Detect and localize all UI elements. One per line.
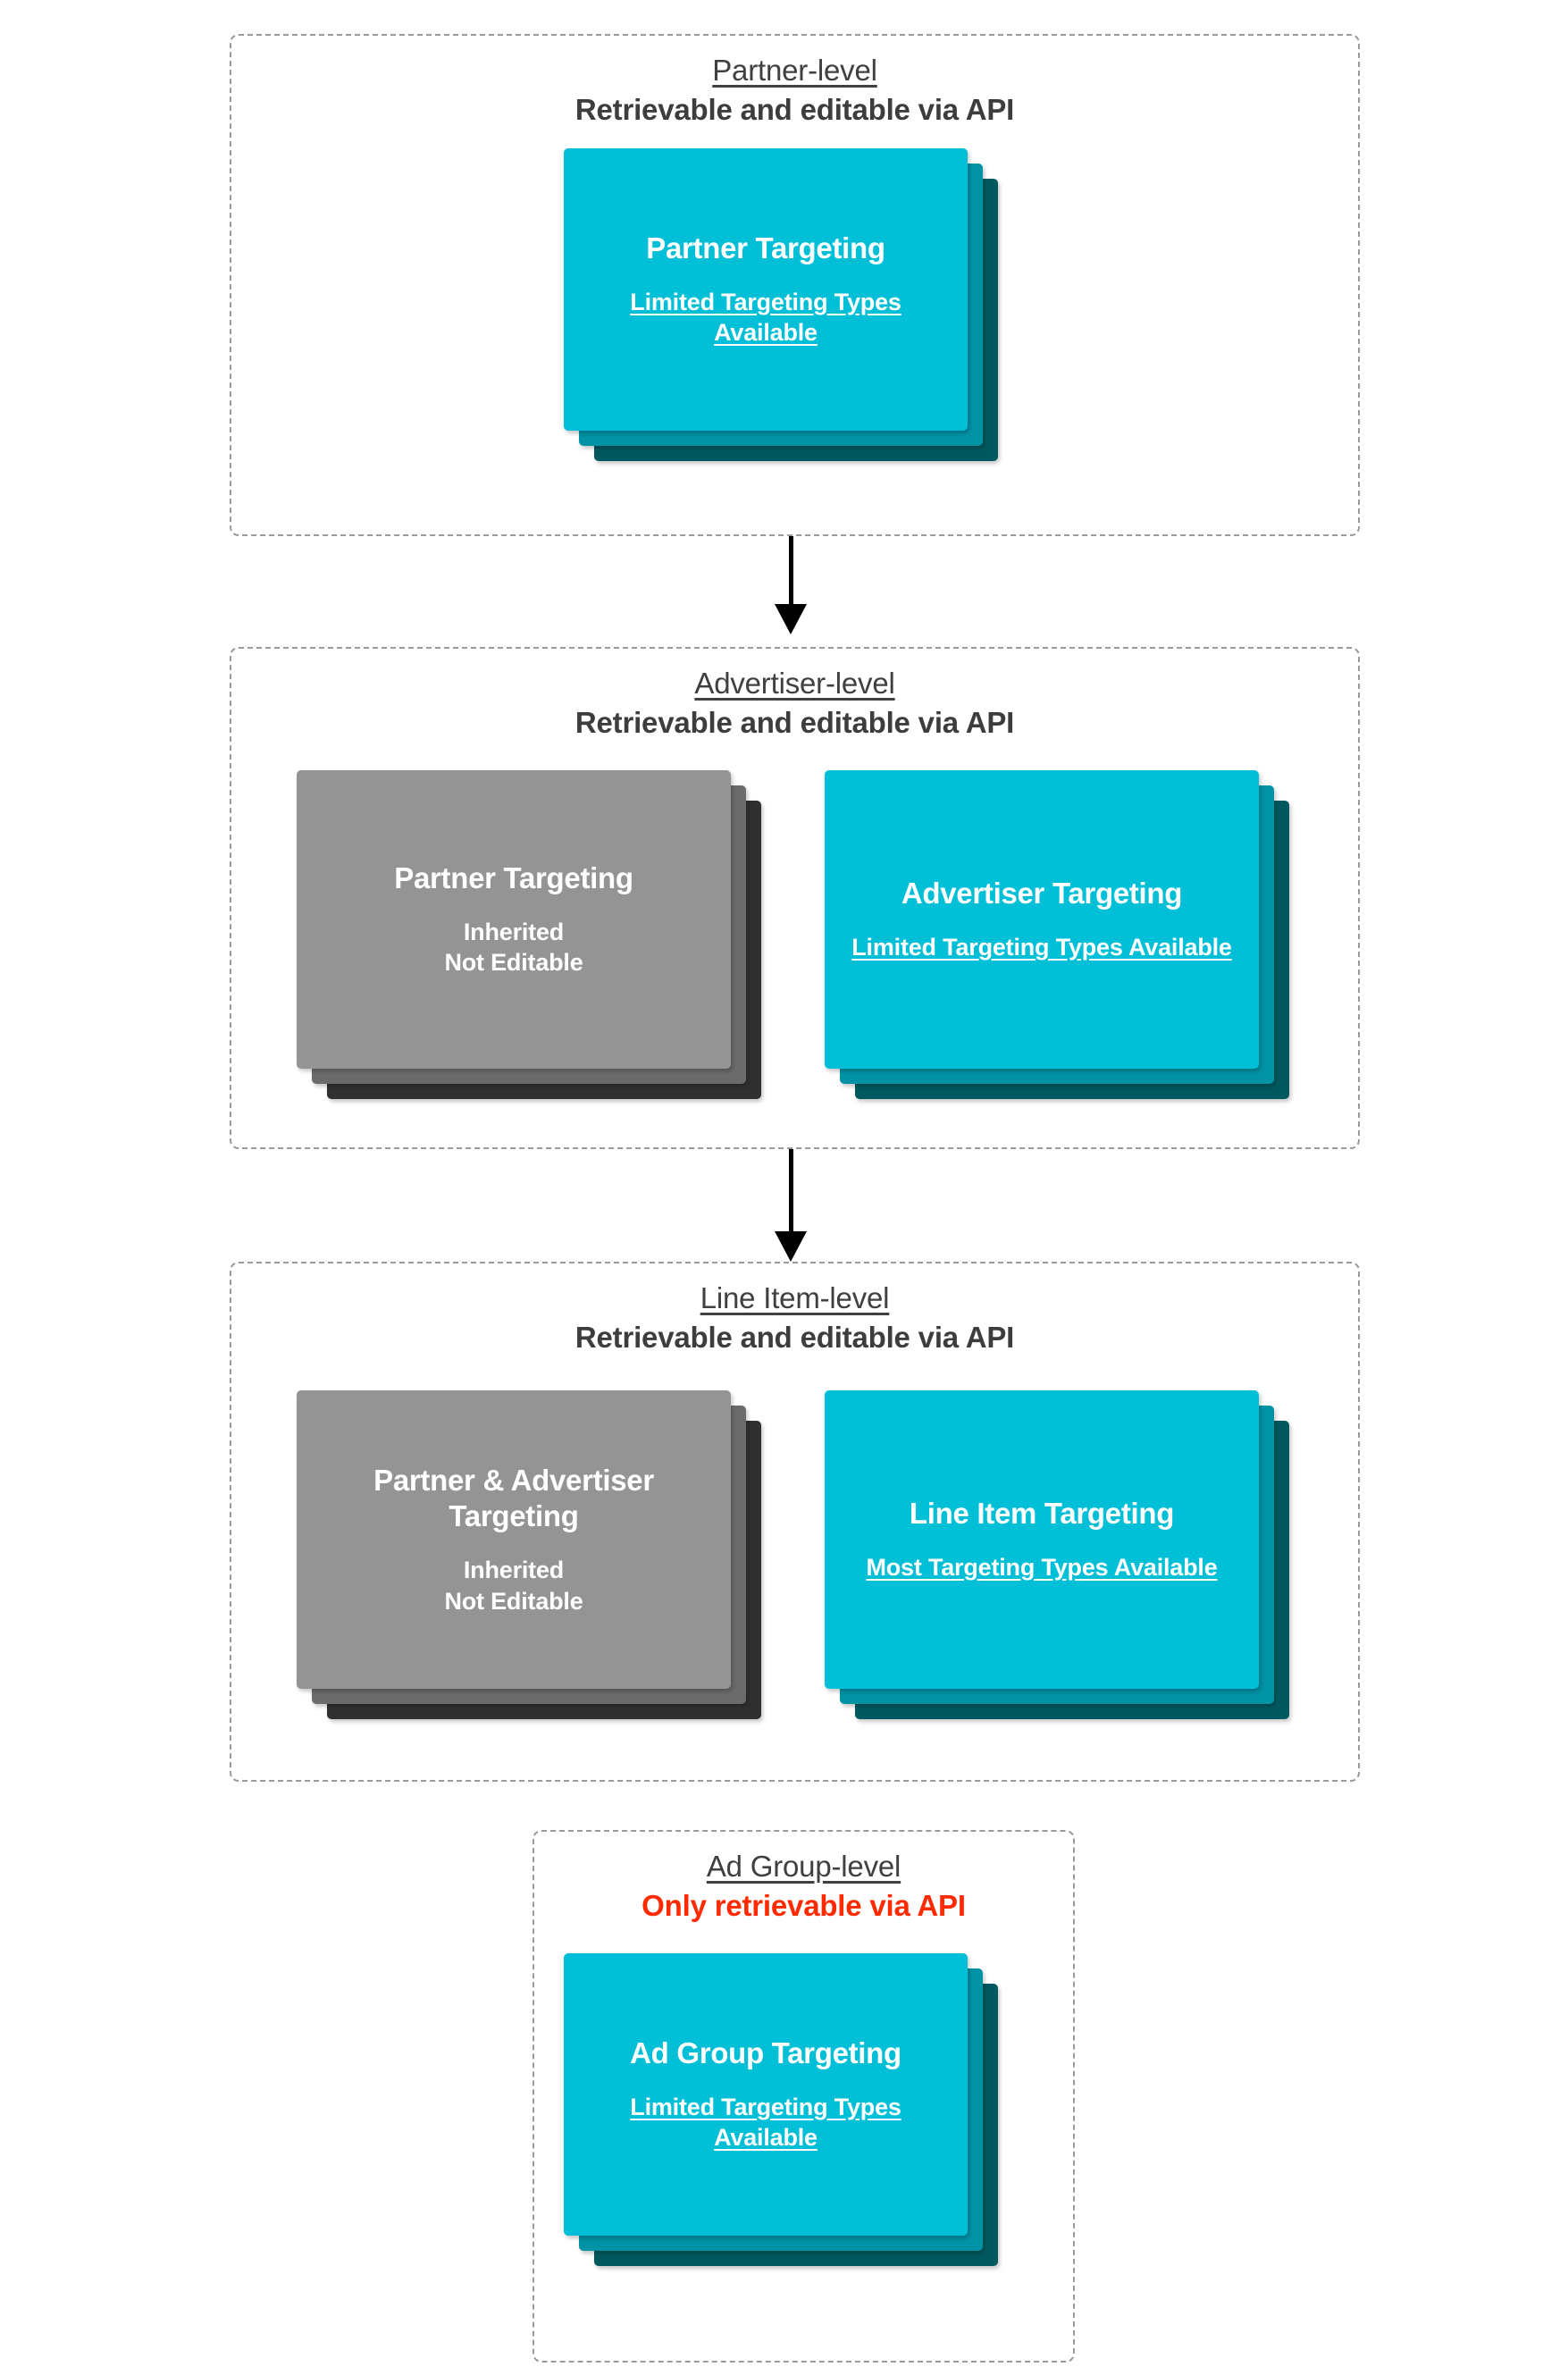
card-layer-front: Partner & Advertiser Targeting Inherited… [297,1390,731,1689]
card-note: Inherited Not Editable [444,1557,583,1615]
card-note: Inherited Not Editable [444,918,583,977]
card-stack-line-item-targeting[interactable]: Line Item Targeting Most Targeting Types… [825,1390,1289,1719]
level-partner: Partner-level Retrievable and editable v… [230,34,1360,536]
level-advertiser-subtitle: Retrievable and editable via API [574,705,1015,739]
card-content-ad-group-targeting: Ad Group Targeting Limited Targeting Typ… [564,1953,968,2236]
card-stack-advertiser-targeting[interactable]: Advertiser Targeting Limited Targeting T… [825,770,1289,1099]
card-title: Advertiser Targeting [901,877,1183,911]
level-ad-group: Ad Group-level Only retrievable via API … [532,1830,1075,2363]
card-layer-front: Ad Group Targeting Limited Targeting Typ… [564,1953,968,2236]
card-layer-front: Partner Targeting Limited Targeting Type… [564,148,968,431]
card-stack-partner-targeting-inherited[interactable]: Partner Targeting Inherited Not Editable [297,770,761,1099]
card-content-line-item-targeting: Line Item Targeting Most Targeting Types… [825,1390,1259,1689]
card-stack-ad-group-targeting[interactable]: Ad Group Targeting Limited Targeting Typ… [564,1953,998,2266]
arrow-shaft [788,1149,793,1235]
card-title: Partner Targeting [394,861,633,894]
card-note: Most Targeting Types Available [866,1554,1218,1582]
card-stack-partner-advertiser-targeting-inherited[interactable]: Partner & Advertiser Targeting Inherited… [297,1390,761,1719]
level-line-item-header: Line Item-level Retrievable and editable… [231,1263,1358,1356]
arrow-advertiser-to-line-item [764,1149,818,1262]
card-content-partner-targeting-inherited: Partner Targeting Inherited Not Editable [297,770,731,1069]
arrow-head [775,1231,807,1262]
level-partner-title: Partner-level [712,54,877,87]
level-partner-header: Partner-level Retrievable and editable v… [231,36,1358,129]
card-content-partner-targeting: Partner Targeting Limited Targeting Type… [564,148,968,431]
card-content-advertiser-targeting: Advertiser Targeting Limited Targeting T… [825,770,1259,1069]
card-layer-front: Advertiser Targeting Limited Targeting T… [825,770,1259,1069]
card-content-partner-advertiser-targeting-inherited: Partner & Advertiser Targeting Inherited… [297,1390,731,1689]
level-ad-group-title: Ad Group-level [706,1850,901,1883]
card-layer-front: Line Item Targeting Most Targeting Types… [825,1390,1259,1689]
card-note: Limited Targeting Types Available [630,2093,901,2152]
card-title: Partner & Advertiser Targeting [373,1463,654,1533]
card-note: Limited Targeting Types Available [630,288,901,347]
level-advertiser-header: Advertiser-level Retrievable and editabl… [231,649,1358,742]
card-stack-partner-targeting[interactable]: Partner Targeting Limited Targeting Type… [564,148,998,461]
level-partner-subtitle: Retrievable and editable via API [574,92,1015,126]
card-title: Partner Targeting [646,231,885,264]
arrow-partner-to-advertiser [764,536,818,634]
level-ad-group-subtitle: Only retrievable via API [641,1888,966,1922]
arrow-shaft [788,536,793,608]
card-title: Line Item Targeting [909,1497,1175,1531]
level-line-item-subtitle: Retrievable and editable via API [574,1320,1015,1354]
card-note: Limited Targeting Types Available [851,934,1232,961]
level-advertiser: Advertiser-level Retrievable and editabl… [230,647,1360,1149]
level-advertiser-title: Advertiser-level [694,667,895,700]
level-line-item: Line Item-level Retrievable and editable… [230,1262,1360,1782]
arrow-head [775,604,807,634]
level-ad-group-header: Ad Group-level Only retrievable via API [534,1832,1073,1925]
level-line-item-title: Line Item-level [700,1281,890,1314]
card-layer-front: Partner Targeting Inherited Not Editable [297,770,731,1069]
card-title: Ad Group Targeting [630,2036,901,2069]
